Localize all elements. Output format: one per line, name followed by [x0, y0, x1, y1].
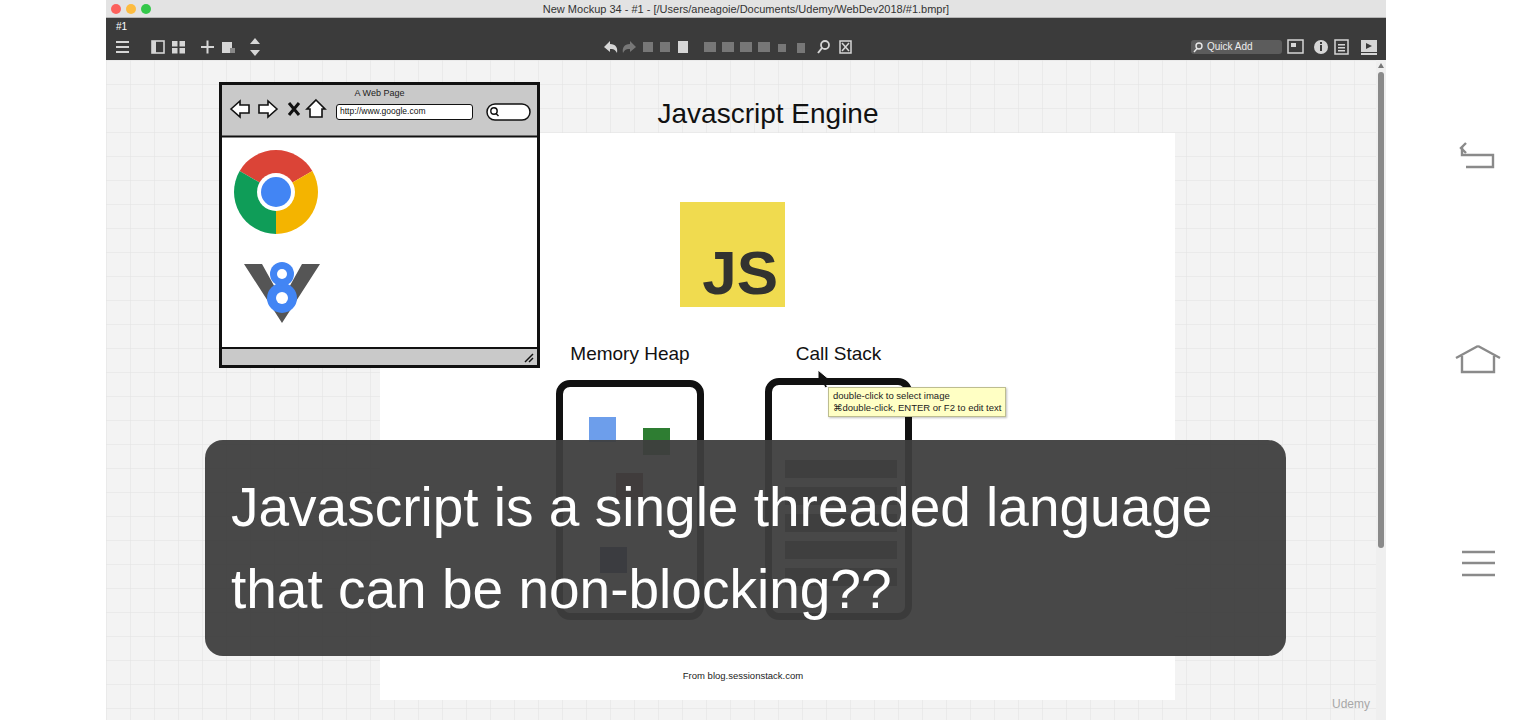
call-stack-container-text: Call Stack	[765, 343, 912, 365]
url-field-text: http://www.google.com	[340, 106, 469, 117]
canvas-grid	[106, 60, 1386, 720]
close-light	[111, 4, 121, 14]
watermark: Udemy	[1332, 697, 1370, 711]
android-nav-buttons	[1456, 143, 1500, 575]
url-field: http://www.google.com	[336, 104, 473, 120]
tooltip-text: ⌘double-click, ENTER or F2 to edit text	[833, 402, 1001, 414]
browser-mockup	[222, 85, 537, 365]
search-field-hint: Quick Add	[1207, 41, 1253, 52]
toolbar	[106, 18, 1386, 60]
js-logo: JS	[680, 202, 785, 307]
chrome-logo	[234, 150, 318, 234]
browser-window: A Web Page http://www.google.com	[219, 82, 540, 368]
v8-logo	[244, 262, 320, 323]
subtitle-banner-text: Javascript is a single threaded language…	[231, 466, 1268, 630]
browser-window-text: A Web Page	[222, 85, 537, 98]
window-title: New Mockup 34 - #1 - [/Users/aneagoie/Do…	[106, 3, 1386, 15]
memory-heap-container-text: Memory Heap	[556, 343, 704, 365]
tab-name: #1	[116, 21, 127, 32]
scrollbar-track	[1376, 60, 1386, 720]
source-credit: From blog.sessionstack.com	[543, 670, 943, 681]
title-bar	[106, 0, 1386, 18]
minimize-light	[126, 4, 136, 14]
tooltip-text: double-click to select image	[833, 390, 1001, 402]
toolbar-icons	[116, 38, 1377, 56]
scrollbar-thumb	[1378, 72, 1384, 548]
js-logo-text: JS	[702, 242, 778, 304]
zoom-light	[141, 4, 151, 14]
slide-title: Javascript Engine	[518, 98, 1018, 130]
tooltip: double-click to select image⌘double-clic…	[828, 387, 1006, 417]
subtitle-banner: Javascript is a single threaded language…	[205, 440, 1286, 656]
